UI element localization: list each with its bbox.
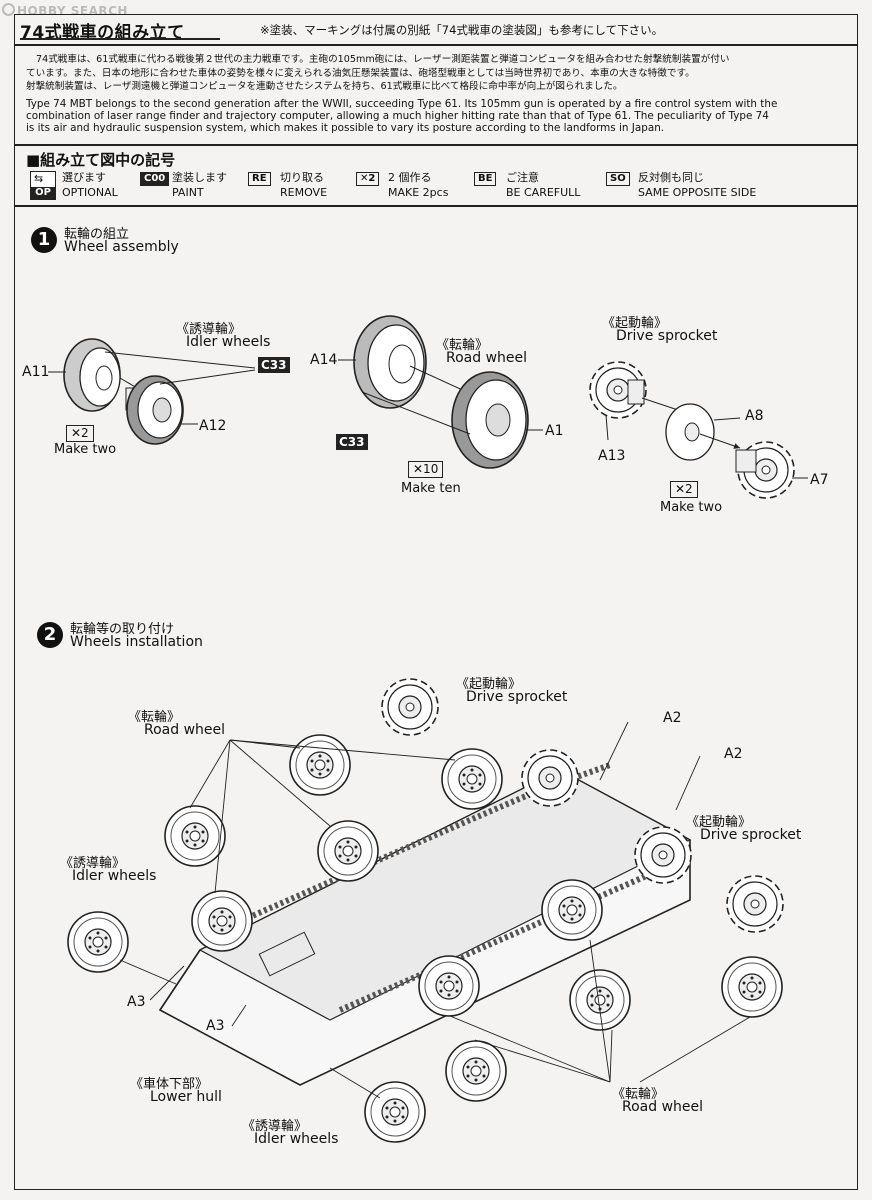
idler-bottom-label-en: Idler wheels: [254, 1131, 339, 1147]
symbol-jp: ご注意: [506, 171, 539, 184]
road-qty-badge: ✕10: [408, 461, 444, 478]
symbols-title: ■組み立て図中の記号: [26, 151, 176, 169]
sprocket-right-label-en: Drive sprocket: [700, 827, 802, 843]
part-A3-left: A3: [127, 994, 146, 1010]
step1-road-drawing: [338, 315, 543, 469]
sprocket-qty-text: Make two: [660, 500, 723, 515]
road-label-en: Road wheel: [446, 350, 528, 366]
sprocket-qty-badge: ✕2: [670, 481, 698, 498]
remove-badge: RE: [248, 172, 271, 186]
symbol-en: REMOVE: [280, 186, 328, 199]
step2-leader-lines: [119, 721, 751, 1099]
symbol-en: SAME OPPOSITE SIDE: [638, 186, 757, 199]
symbol-en: BE CAREFULL: [506, 186, 581, 199]
optional-icon: ⇆ OP: [30, 171, 56, 200]
optional-badge: OP: [31, 187, 55, 199]
part-A14: A14: [310, 352, 338, 368]
hull-label-en: Lower hull: [150, 1089, 222, 1105]
idler-label-jp: 《誘導輪》: [176, 322, 242, 337]
symbol-en: MAKE 2pcs: [388, 186, 449, 199]
symbol-en: PAINT: [172, 186, 204, 199]
road-bottom-label-jp: 《転輪》: [612, 1087, 665, 1102]
divider-symbols: [14, 205, 858, 207]
step2-title-en: Wheels installation: [70, 634, 203, 650]
part-A12: A12: [199, 418, 227, 434]
step2-number: 2: [37, 622, 63, 648]
road-qty-text: Make ten: [401, 481, 461, 496]
road-top-label-jp: 《転輪》: [128, 710, 181, 725]
step1-idler-drawing: [48, 338, 256, 445]
idler-left-label-jp: 《誘導輪》: [60, 856, 126, 871]
intro-en-line: combination of laser range finder and tr…: [26, 110, 769, 123]
idler-bottom-label-jp: 《誘導輪》: [242, 1119, 308, 1134]
road-label-jp: 《転輪》: [436, 338, 489, 353]
careful-badge: BE: [474, 172, 497, 186]
symbol-jp: 反対側も同じ: [638, 171, 704, 184]
painting-note: ※塗装、マーキングは付属の別紙「74式戦車の塗装図」も参考にして下さい。: [260, 23, 664, 37]
idler-qty-badge: ✕2: [66, 425, 94, 442]
step2-hull-drawing: [158, 762, 692, 1086]
sprocket-label-en: Drive sprocket: [616, 328, 718, 344]
step1-sprocket-drawing: [589, 361, 808, 499]
make2-badge: ✕2: [356, 172, 380, 186]
part-A13: A13: [598, 448, 626, 464]
road-top-label-en: Road wheel: [144, 722, 226, 738]
swap-arrow-icon: ⇆: [34, 172, 44, 185]
part-A7: A7: [810, 472, 829, 488]
part-A2-right: A2: [724, 746, 743, 762]
sprocket-label-jp: 《起動輪》: [602, 316, 668, 331]
part-A1: A1: [545, 423, 564, 439]
intro-jp-line: 射撃統制装置は、レーザ測遠機と弾道コンピュータを連動させたシステムを持ち、61式…: [26, 81, 623, 92]
symbol-jp: 塗装します: [172, 171, 227, 184]
symbol-jp: 選びます: [62, 171, 106, 184]
opposite-badge: SO: [606, 172, 630, 186]
intro-en-line: is its air and hydraulic suspension syst…: [26, 122, 665, 135]
part-A3-mid: A3: [206, 1018, 225, 1034]
sprocket-right-label-jp: 《起動輪》: [686, 815, 752, 830]
step1-title-jp: 転輪の組立: [64, 227, 130, 242]
sprocket-top-label-en: Drive sprocket: [466, 689, 568, 705]
divider-top: [14, 44, 858, 46]
idler-qty-text: Make two: [54, 442, 117, 457]
step1-number: 1: [31, 227, 57, 253]
symbol-jp: 切り取る: [280, 171, 324, 184]
step2-title-jp: 転輪等の取り付け: [70, 622, 175, 637]
sprocket-top-label-jp: 《起動輪》: [456, 677, 522, 692]
hull-label-jp: 《車体下部》: [130, 1077, 209, 1092]
idler-paint-badge: C33: [258, 357, 290, 373]
intro-jp-line: 74式戦車は、61式戦車に代わる戦後第２世代の主力戦車です。主砲の105mm砲に…: [36, 54, 730, 65]
part-A2-top: A2: [663, 710, 682, 726]
symbol-jp: 2 個作る: [388, 171, 432, 184]
paint-badge: C00: [140, 172, 170, 186]
page-frame: [14, 14, 858, 1190]
intro-japanese: 74式戦車は、61式戦車に代わる戦後第２世代の主力戦車です。主砲の105mm砲に…: [26, 53, 826, 94]
road-bottom-label-en: Road wheel: [622, 1099, 704, 1115]
intro-english: Type 74 MBT belongs to the second genera…: [26, 98, 836, 135]
road-paint-badge: C33: [336, 434, 368, 450]
step1-title-en: Wheel assembly: [64, 239, 179, 255]
part-A8: A8: [745, 408, 764, 424]
divider-intro: [14, 144, 858, 146]
title-underline: [20, 38, 220, 40]
idler-label-en: Idler wheels: [186, 334, 271, 350]
intro-en-line: Type 74 MBT belongs to the second genera…: [26, 98, 778, 110]
symbol-en: OPTIONAL: [62, 186, 118, 199]
intro-jp-line: ています。また、日本の地形に合わせた車体の姿勢を様々に変えられる油気圧懸架装置は…: [26, 67, 695, 79]
idler-left-label-en: Idler wheels: [72, 868, 157, 884]
part-A11: A11: [22, 364, 50, 380]
watermark-ring-icon: [2, 3, 15, 16]
